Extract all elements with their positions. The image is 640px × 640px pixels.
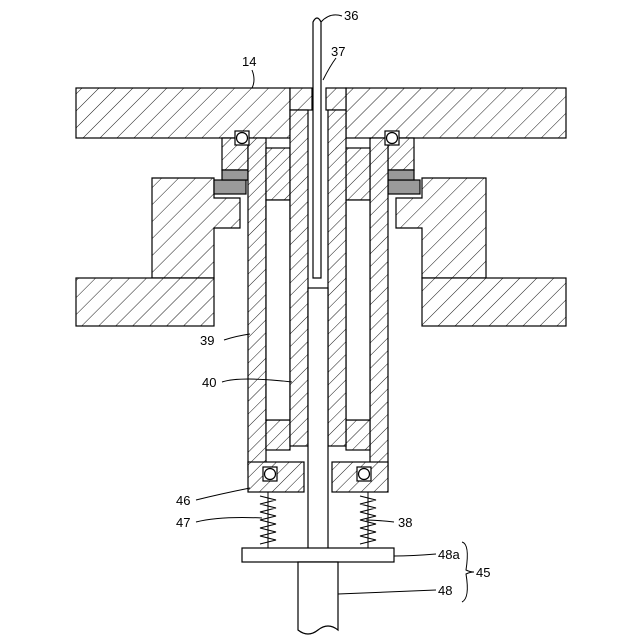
label-48a: 48a xyxy=(438,547,460,562)
wire-36 xyxy=(313,18,321,278)
label-39: 39 xyxy=(200,333,214,348)
seal-ring-right xyxy=(388,170,420,194)
plunger-rod-38 xyxy=(308,288,328,550)
label-37: 37 xyxy=(331,44,345,59)
spring-47 xyxy=(260,492,276,548)
plate-48a xyxy=(242,548,394,562)
label-36: 36 xyxy=(344,8,358,23)
label-48: 48 xyxy=(438,583,452,598)
label-47: 47 xyxy=(176,515,190,530)
label-46: 46 xyxy=(176,493,190,508)
base-block-left xyxy=(76,178,240,326)
shaft-48 xyxy=(298,562,338,634)
label-40: 40 xyxy=(202,375,216,390)
seal-ring-left xyxy=(214,170,248,194)
label-38: 38 xyxy=(398,515,412,530)
label-14: 14 xyxy=(242,54,256,69)
base-block-right xyxy=(396,178,566,326)
label-45: 45 xyxy=(476,565,490,580)
